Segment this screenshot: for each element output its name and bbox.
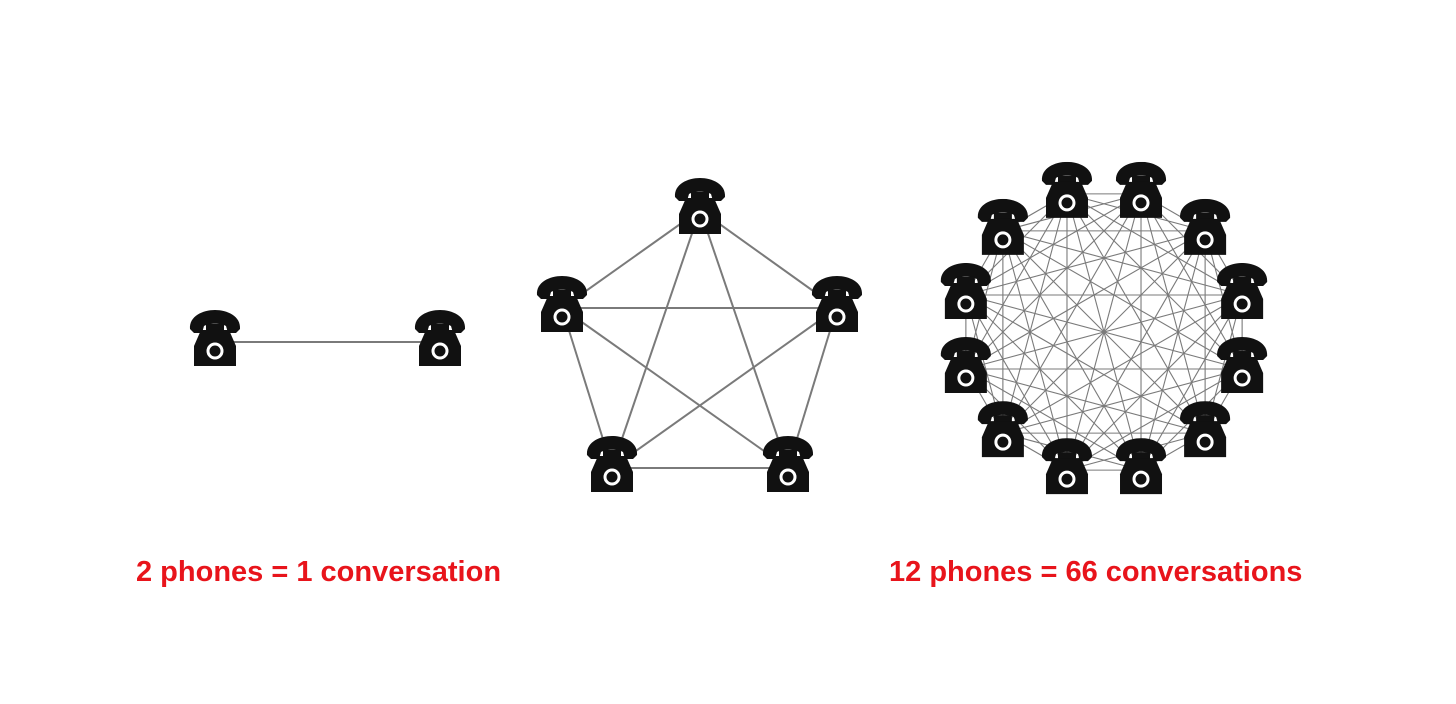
connection-line [561,307,789,469]
caption-twelve-phones: 12 phones = 66 conversations [889,556,1303,588]
connection-line [965,294,1068,471]
telephone-icon [976,401,1029,459]
telephone-icon [762,436,814,494]
connection-line [965,230,1206,370]
telephone-icon [1216,337,1269,395]
telephone-icon [586,436,638,494]
connection-lines-5 [561,209,838,469]
telephone-icon [1040,161,1093,220]
telephone-icon [939,262,992,321]
connection-line [1066,230,1206,471]
telephone-icon [1179,198,1232,257]
connection-line [699,209,789,469]
telephone-icon [189,310,241,368]
telephone-icon [1179,401,1232,459]
telephone-icon [976,198,1029,257]
telephone-icon [1115,161,1168,220]
connection-line [1002,294,1243,434]
connection-line [965,230,1206,296]
connection-line [1002,193,1142,434]
connection-line [1066,193,1206,434]
connection-lines-12 [965,193,1243,471]
telephone-icon [536,276,588,334]
telephone-icon [939,337,992,395]
phones-group-2 [189,310,466,368]
telephone-icon [1216,262,1269,321]
telephone-icon [811,276,863,334]
caption-two-phones: 2 phones = 1 conversation [136,556,502,588]
connection-line [1002,230,1142,471]
phones-group-5 [536,178,863,494]
connection-line [965,294,1206,434]
connection-line [1002,230,1068,471]
telephone-icon [1040,438,1093,496]
telephone-icon [1115,438,1168,496]
connection-line [611,209,701,469]
connection-line [611,307,838,469]
connection-line [1002,230,1243,370]
connection-line [1002,230,1206,434]
telephone-icon [674,178,726,236]
telephone-icon [414,310,466,368]
connection-line [1002,368,1243,434]
connection-line [965,368,1206,434]
connection-line [965,294,1142,471]
connection-line [1002,230,1243,296]
